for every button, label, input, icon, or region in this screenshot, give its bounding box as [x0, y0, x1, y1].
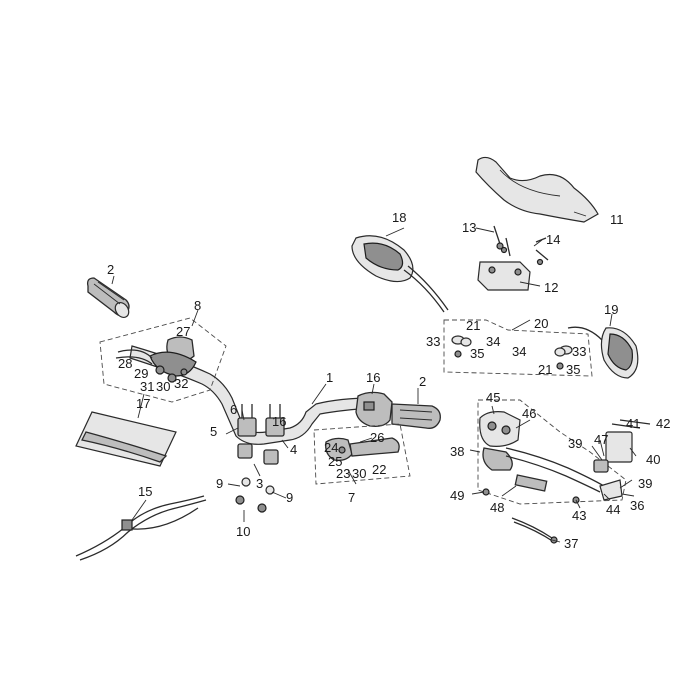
callout-35: 35 [566, 362, 580, 377]
callout-31: 31 [140, 379, 154, 394]
callout-27: 27 [176, 324, 190, 339]
callout-29: 29 [134, 366, 148, 381]
callout-37: 37 [564, 536, 578, 551]
right-mirror-part [567, 326, 639, 379]
callout-1: 1 [326, 370, 333, 385]
callout-25: 25 [328, 454, 342, 469]
callout-30: 30 [156, 379, 170, 394]
right-grip-part [391, 403, 441, 429]
callout-9: 9 [286, 490, 293, 505]
callout-43: 43 [572, 508, 586, 523]
callout-26: 26 [370, 430, 384, 445]
callout-38: 38 [450, 444, 464, 459]
callout-2: 2 [419, 374, 426, 389]
callout-8: 8 [194, 298, 201, 313]
callout-48: 48 [490, 500, 504, 515]
callout-17: 17 [136, 396, 150, 411]
crossbar-pad-part [75, 411, 177, 467]
callout-47: 47 [594, 432, 608, 447]
left-grip-part [86, 277, 130, 319]
mount-bracket-part [477, 225, 549, 291]
callout-10: 10 [236, 524, 250, 539]
callout-3: 3 [256, 476, 263, 491]
callout-46: 46 [522, 406, 536, 421]
callout-16: 16 [366, 370, 380, 385]
callout-23: 23 [336, 466, 350, 481]
callout-2: 2 [107, 262, 114, 277]
callout-42: 42 [656, 416, 670, 431]
leader-lines [111, 211, 637, 543]
cable-part [75, 495, 207, 561]
foot-control-group [477, 399, 651, 544]
mirror-adapter-group [443, 319, 593, 377]
callout-9: 9 [216, 476, 223, 491]
callout-4: 4 [290, 442, 297, 457]
callout-36: 36 [630, 498, 644, 513]
callout-18: 18 [392, 210, 406, 225]
callout-44: 44 [606, 502, 620, 517]
callout-14: 14 [546, 232, 560, 247]
callout-35: 35 [470, 346, 484, 361]
callout-19: 19 [604, 302, 618, 317]
right-lever-group [313, 423, 411, 485]
callout-16: 16 [272, 414, 286, 429]
callout-labels: 2 2 1 16 16 8 27 28 29 31 30 32 17 6 5 4… [107, 210, 670, 551]
callout-15: 15 [138, 484, 152, 499]
callout-45: 45 [486, 390, 500, 405]
callout-5: 5 [210, 424, 217, 439]
callout-41: 41 [626, 416, 640, 431]
callout-33: 33 [426, 334, 440, 349]
callout-49: 49 [450, 488, 464, 503]
callout-30: 30 [352, 466, 366, 481]
callout-32: 32 [174, 376, 188, 391]
callout-33: 33 [572, 344, 586, 359]
callout-11: 11 [610, 212, 624, 227]
callout-39: 39 [568, 436, 582, 451]
callout-20: 20 [534, 316, 548, 331]
callout-24: 24 [324, 440, 338, 455]
callout-21: 21 [466, 318, 480, 333]
callout-40: 40 [646, 452, 660, 467]
callout-21: 21 [538, 362, 552, 377]
callout-39: 39 [638, 476, 652, 491]
right-switch-housing-part [355, 391, 393, 428]
left-mirror-part [351, 235, 449, 313]
callout-12: 12 [544, 280, 558, 295]
callout-34: 34 [512, 344, 526, 359]
callout-13: 13 [462, 220, 476, 235]
callout-6: 6 [230, 402, 237, 417]
callout-34: 34 [486, 334, 500, 349]
callout-28: 28 [118, 356, 132, 371]
left-lever-group [99, 317, 227, 403]
handlebar-cover-part [475, 156, 599, 223]
callout-22: 22 [372, 462, 386, 477]
callout-7: 7 [348, 490, 355, 505]
